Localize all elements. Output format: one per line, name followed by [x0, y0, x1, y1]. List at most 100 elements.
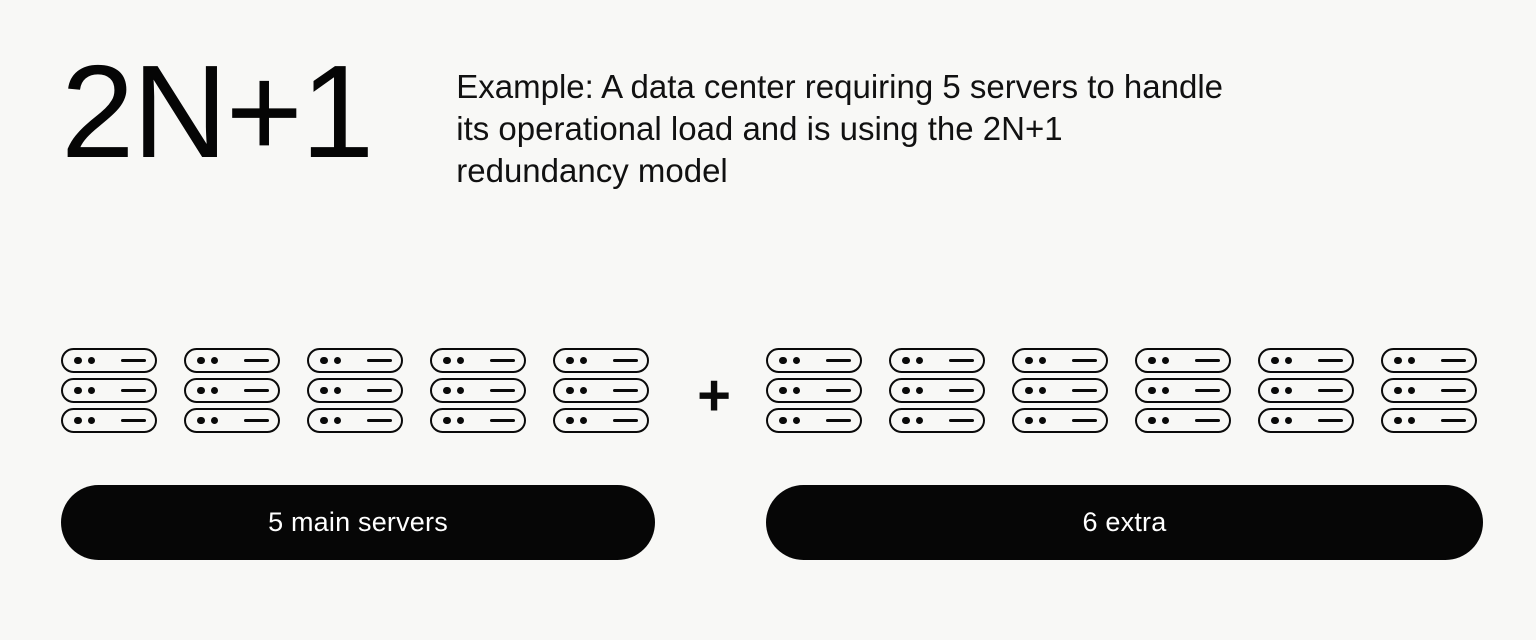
- status-led-icon: [1148, 416, 1156, 425]
- status-led-icon: [1284, 416, 1292, 425]
- header: 2N+1 Example: A data center requiring 5 …: [61, 46, 1496, 193]
- drive-slot-icon: [1195, 359, 1220, 362]
- status-led-group: [74, 416, 95, 425]
- drive-slot-icon: [1195, 419, 1220, 422]
- drive-slot-icon: [1072, 389, 1097, 392]
- server-diagram: +: [0, 348, 1536, 444]
- status-led-icon: [579, 386, 587, 395]
- status-led-group: [197, 386, 218, 395]
- status-led-icon: [1038, 386, 1046, 395]
- status-led-icon: [74, 386, 82, 395]
- server-row: [307, 408, 403, 433]
- status-led-group: [566, 356, 587, 365]
- status-led-icon: [1038, 416, 1046, 425]
- server-row: [1381, 408, 1477, 433]
- status-led-icon: [197, 386, 205, 395]
- server-row: [766, 408, 862, 433]
- server-row: [1381, 348, 1477, 373]
- server-unit: [1258, 348, 1354, 433]
- status-led-icon: [210, 416, 218, 425]
- status-led-icon: [456, 356, 464, 365]
- label-extra-servers[interactable]: 6 extra: [766, 485, 1483, 560]
- server-row: [184, 408, 280, 433]
- server-row: [430, 408, 526, 433]
- status-led-icon: [579, 356, 587, 365]
- server-unit: [430, 348, 526, 433]
- status-led-icon: [443, 416, 451, 425]
- status-led-icon: [1161, 416, 1169, 425]
- server-row: [61, 378, 157, 403]
- status-led-group: [74, 356, 95, 365]
- status-led-group: [566, 386, 587, 395]
- status-led-icon: [333, 416, 341, 425]
- drive-slot-icon: [367, 419, 392, 422]
- status-led-icon: [320, 416, 328, 425]
- drive-slot-icon: [613, 389, 638, 392]
- status-led-icon: [1148, 356, 1156, 365]
- server-unit: [184, 348, 280, 433]
- status-led-icon: [792, 356, 800, 365]
- status-led-icon: [1407, 386, 1415, 395]
- status-led-group: [320, 386, 341, 395]
- server-row: [889, 378, 985, 403]
- drive-slot-icon: [121, 359, 146, 362]
- status-led-icon: [87, 386, 95, 395]
- drive-slot-icon: [490, 359, 515, 362]
- status-led-icon: [1161, 386, 1169, 395]
- status-led-group: [902, 386, 923, 395]
- label-main-servers[interactable]: 5 main servers: [61, 485, 655, 560]
- server-row: [1135, 348, 1231, 373]
- drive-slot-icon: [1072, 359, 1097, 362]
- status-led-group: [1271, 386, 1292, 395]
- status-led-icon: [1284, 356, 1292, 365]
- status-led-group: [779, 416, 800, 425]
- status-led-icon: [792, 386, 800, 395]
- server-unit: [889, 348, 985, 433]
- status-led-icon: [1025, 356, 1033, 365]
- group-labels: 5 main servers 6 extra: [0, 485, 1536, 560]
- drive-slot-icon: [1318, 359, 1343, 362]
- drive-slot-icon: [121, 419, 146, 422]
- server-row: [1381, 378, 1477, 403]
- drive-slot-icon: [826, 359, 851, 362]
- server-row: [1258, 408, 1354, 433]
- status-led-icon: [333, 356, 341, 365]
- status-led-icon: [915, 356, 923, 365]
- drive-slot-icon: [244, 419, 269, 422]
- status-led-group: [1148, 356, 1169, 365]
- status-led-icon: [1407, 356, 1415, 365]
- status-led-group: [1271, 356, 1292, 365]
- server-group-main: [61, 348, 649, 433]
- drive-slot-icon: [1441, 419, 1466, 422]
- status-led-icon: [1284, 386, 1292, 395]
- status-led-icon: [87, 356, 95, 365]
- status-led-icon: [579, 416, 587, 425]
- status-led-group: [443, 416, 464, 425]
- status-led-group: [443, 386, 464, 395]
- server-row: [307, 348, 403, 373]
- status-led-icon: [456, 416, 464, 425]
- server-row: [553, 348, 649, 373]
- status-led-group: [443, 356, 464, 365]
- drive-slot-icon: [826, 419, 851, 422]
- status-led-icon: [197, 416, 205, 425]
- drive-slot-icon: [949, 389, 974, 392]
- status-led-icon: [320, 356, 328, 365]
- status-led-icon: [333, 386, 341, 395]
- server-row: [1135, 408, 1231, 433]
- drive-slot-icon: [1318, 419, 1343, 422]
- status-led-group: [1025, 356, 1046, 365]
- status-led-icon: [210, 386, 218, 395]
- status-led-icon: [1271, 386, 1279, 395]
- status-led-icon: [210, 356, 218, 365]
- drive-slot-icon: [121, 389, 146, 392]
- status-led-icon: [902, 386, 910, 395]
- status-led-icon: [566, 386, 574, 395]
- status-led-icon: [1394, 356, 1402, 365]
- status-led-icon: [1394, 416, 1402, 425]
- example-description: Example: A data center requiring 5 serve…: [456, 68, 1224, 190]
- drive-slot-icon: [826, 389, 851, 392]
- status-led-icon: [1025, 416, 1033, 425]
- server-row: [184, 378, 280, 403]
- status-led-icon: [779, 356, 787, 365]
